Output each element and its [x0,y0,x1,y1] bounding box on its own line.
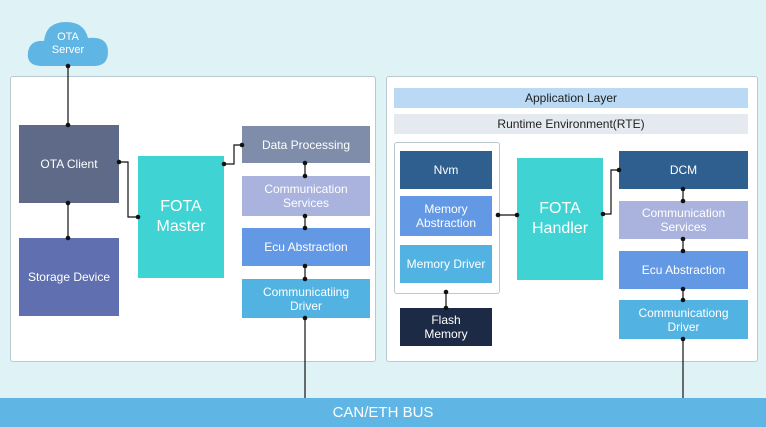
dcm-box: DCM [619,151,748,189]
ota-server-label: OTA Server [51,31,85,56]
flash-memory-box: Flash Memory [400,308,492,346]
communicating-driver-box: Communicatiing Driver [242,279,370,318]
nvm-box: Nvm [400,151,492,189]
memory-driver-box: Memory Driver [400,245,492,283]
communication-services-box: Communication Services [242,176,370,216]
rte-bar: Runtime Environment(RTE) [394,114,748,134]
ecu-abstraction-box: Ecu Abstraction [242,228,370,266]
right-communication-services-box: Communication Services [619,201,748,239]
can-eth-bus: CAN/ETH BUS [0,398,766,427]
application-layer-bar: Application Layer [394,88,748,108]
ota-client-box: OTA Client [19,125,119,203]
storage-device-box: Storage Device [19,238,119,316]
cloud-icon [27,22,108,66]
memory-abstraction-box: Memory Abstraction [400,196,492,236]
data-processing-box: Data Processing [242,126,370,163]
right-communicating-driver-box: Communicationg Driver [619,300,748,339]
fota-handler-box: FOTA Handler [517,158,603,280]
right-ecu-abstraction-box: Ecu Abstraction [619,251,748,289]
fota-master-box: FOTA Master [138,156,224,278]
